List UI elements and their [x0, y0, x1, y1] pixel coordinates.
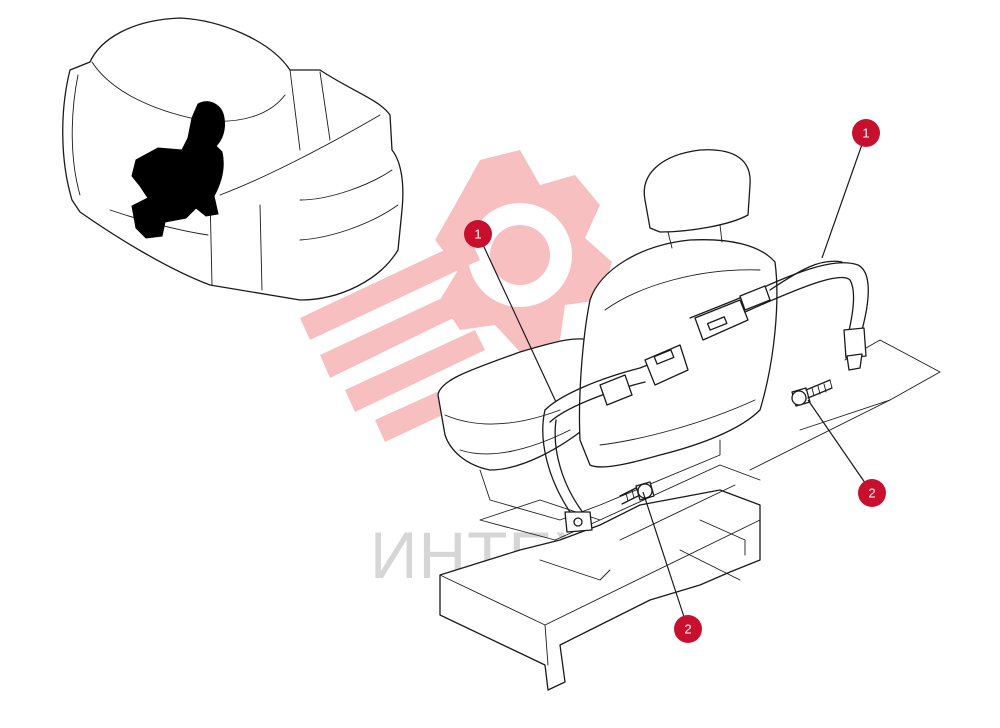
callout-1-left: 1 [464, 220, 557, 403]
callout-label: 2 [868, 486, 875, 501]
callout-label: 1 [862, 126, 869, 141]
callout-marker [858, 479, 886, 507]
callout-2-right: 2 [807, 399, 886, 507]
callout-label: 2 [684, 622, 691, 637]
bolt-center [619, 481, 655, 505]
callout-marker [674, 615, 702, 643]
callout-2-center: 2 [642, 491, 702, 643]
cab-overview [62, 17, 404, 301]
seat-belt-right [689, 260, 869, 371]
callout-marker [464, 220, 492, 248]
callout-marker [852, 119, 880, 147]
callout-label: 1 [474, 227, 481, 242]
callout-1-right: 1 [821, 119, 880, 259]
seat-belt-left [542, 344, 689, 533]
bolt-right [791, 379, 833, 407]
